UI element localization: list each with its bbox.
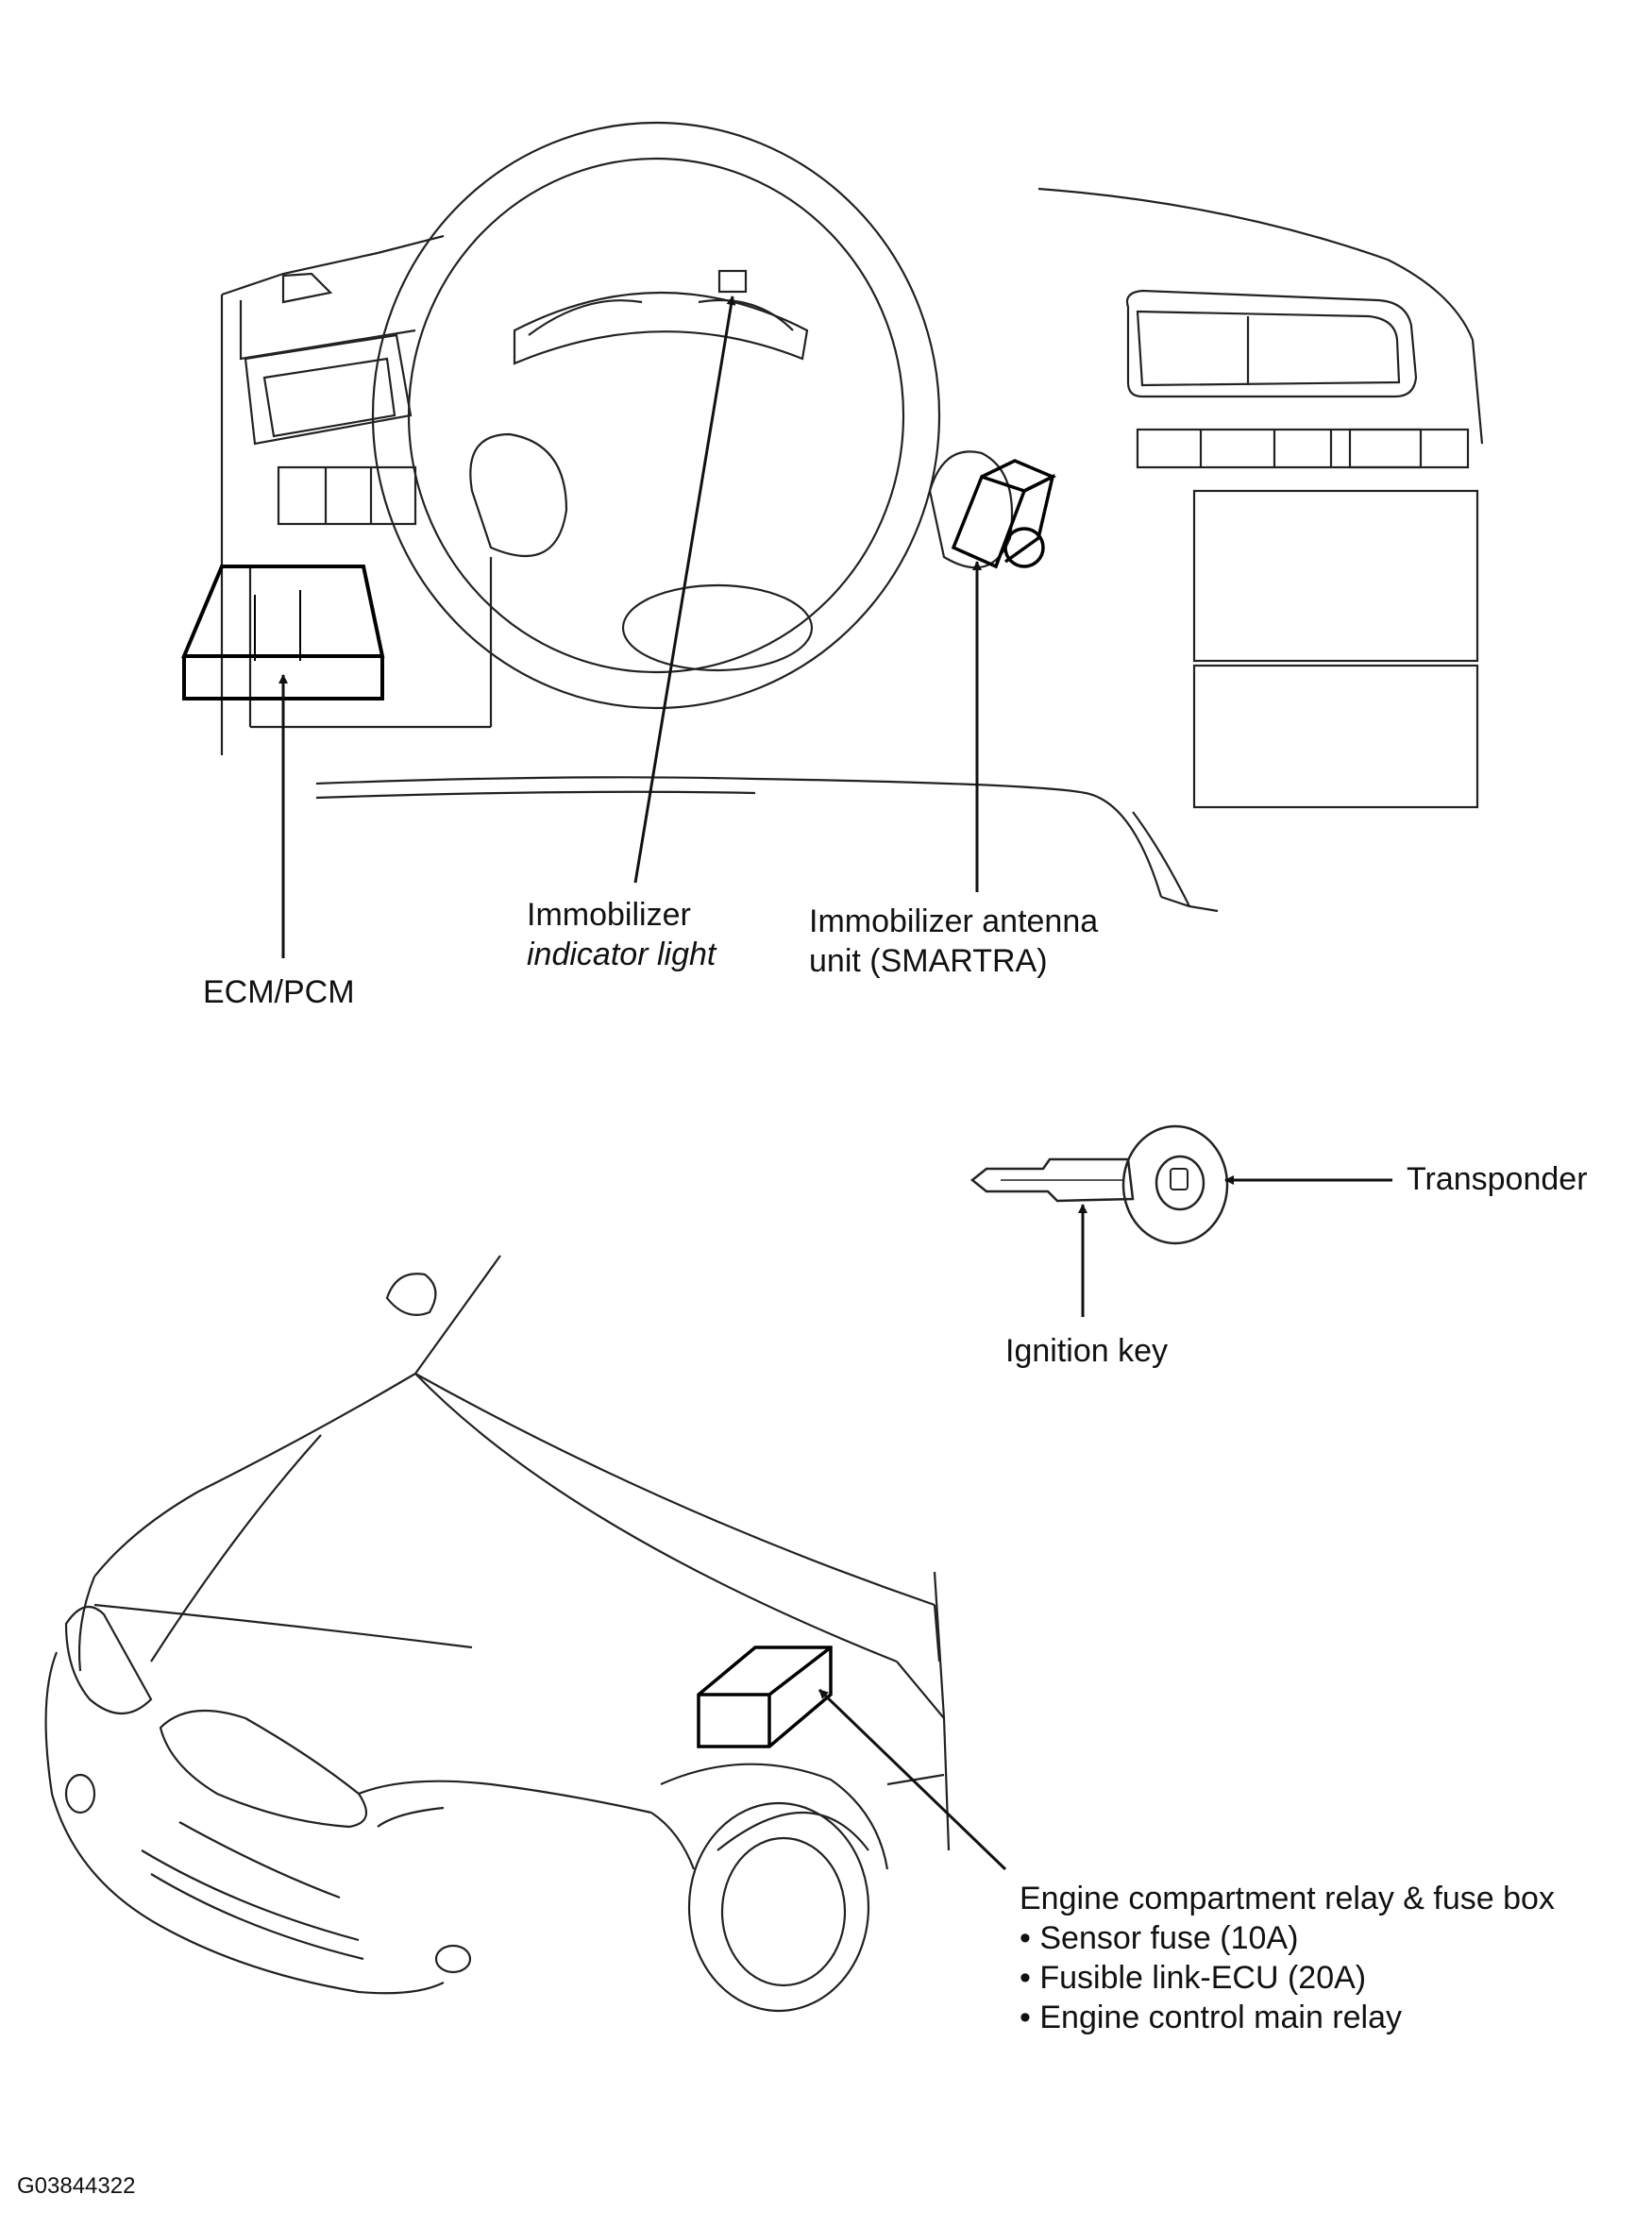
- transponder-label: Transponder: [1407, 1161, 1588, 1197]
- indicator-label-line2: indicator light: [527, 937, 716, 972]
- engine-compartment-fuse-box: [697, 1646, 833, 1748]
- fuse-box-title: Engine compartment relay & fuse box: [1020, 1881, 1555, 1916]
- ignition-key-label: Ignition key: [1005, 1333, 1168, 1369]
- vehicle-front-illustration: [44, 1255, 951, 2013]
- fuse-box-label: Engine compartment relay & fuse box Sens…: [1020, 1879, 1555, 2037]
- indicator-light-label: Immobilizer indicator light: [527, 895, 716, 974]
- antenna-label-line2: unit (SMARTRA): [809, 943, 1048, 979]
- antenna-label-line1: Immobilizer antenna: [809, 903, 1099, 939]
- ignition-key-illustration: [969, 1124, 1229, 1245]
- fuse-box-items: Sensor fuse (10A) Fusible link-ECU (20A)…: [1020, 1918, 1555, 2037]
- dashboard-illustration: [220, 121, 1484, 913]
- ecm-pcm-label: ECM/PCM: [203, 974, 355, 1010]
- figure-id: G03844322: [17, 2173, 136, 2199]
- indicator-light-pointer: [633, 295, 736, 884]
- fuse-box-item: Engine control main relay: [1020, 1998, 1555, 2037]
- immobilizer-antenna-unit: [951, 459, 1057, 569]
- fuse-box-pointer: [818, 1688, 1007, 1871]
- fuse-box-item: Sensor fuse (10A): [1020, 1918, 1555, 1958]
- antenna-unit-label: Immobilizer antenna unit (SMARTRA): [809, 902, 1098, 981]
- fuse-box-item: Fusible link-ECU (20A): [1020, 1958, 1555, 1998]
- indicator-label-line1: Immobilizer: [527, 897, 691, 933]
